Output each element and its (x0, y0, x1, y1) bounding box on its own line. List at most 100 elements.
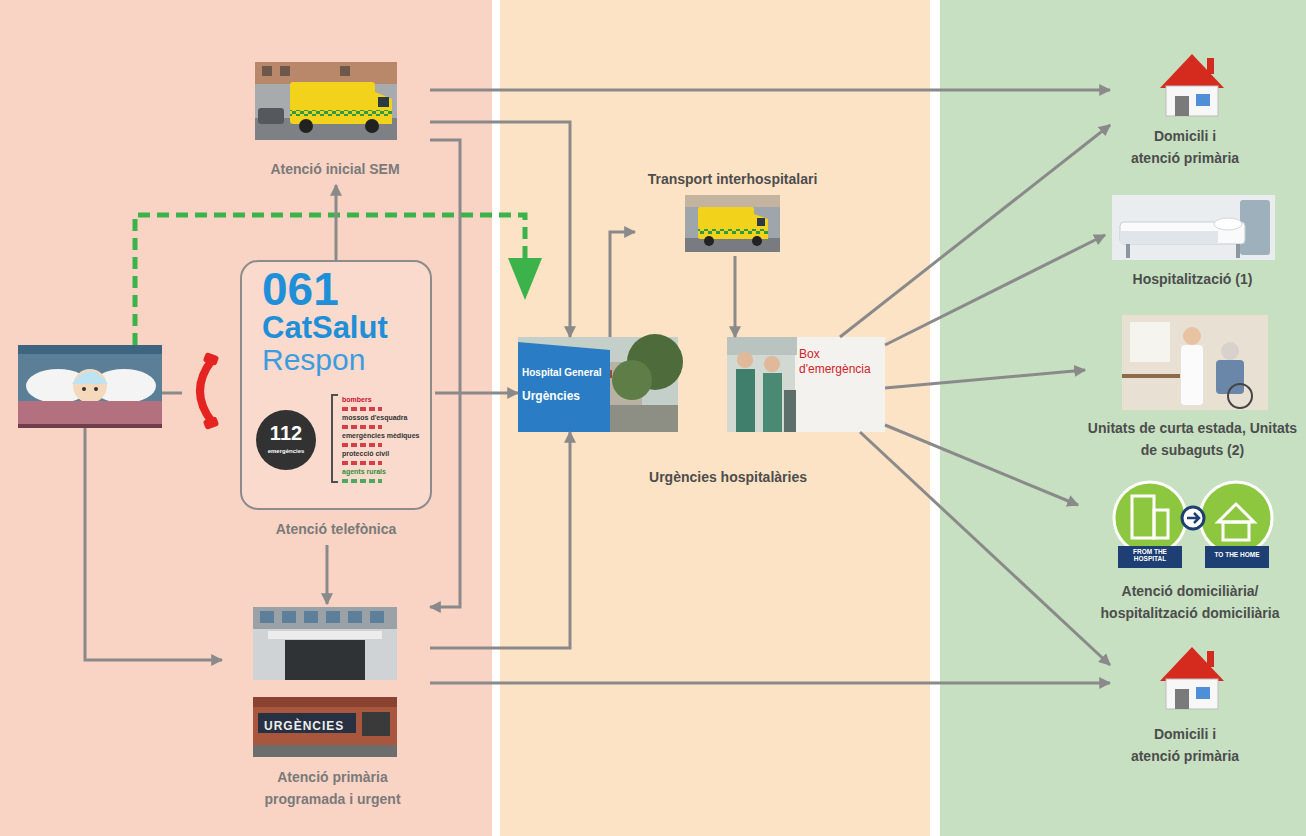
hospital-entrance-photo (518, 334, 683, 432)
flow-arrow (435, 392, 518, 395)
home-care-icon (1218, 504, 1254, 522)
care-unit-photo (1183, 327, 1201, 345)
phone-icon (200, 352, 219, 430)
caption: Atenció inicial SEM (240, 158, 430, 180)
care-unit-photo (1181, 345, 1203, 405)
destination-block: FROM THE HOSPITALTO THE HOMEAtenció domi… (1078, 480, 1302, 629)
caption: Unitats de curta estada, Unitats de suba… (1085, 417, 1300, 462)
emergency-box-photo (763, 373, 782, 432)
house-icon (1160, 54, 1224, 88)
logo-number: 061 (262, 266, 422, 312)
service-item: mossos d'esquadra (342, 414, 430, 422)
ambulance-photo (685, 238, 780, 252)
service-block: Atenció inicial SEM (240, 58, 430, 185)
phone-icon (200, 360, 212, 422)
ambulance-photo (698, 207, 754, 239)
sign-text: URGÈNCIES (260, 719, 359, 733)
sign-text: Urgències (522, 389, 610, 403)
home-care-icon (1154, 510, 1168, 538)
ambulance-photo (698, 229, 768, 234)
direct-to-hospital-dashed-arrow (508, 258, 542, 300)
destination-block: Domicili i atenció primària (1110, 643, 1260, 772)
emergency-box-photo (784, 390, 796, 432)
care-unit-photo (1221, 342, 1239, 360)
emergency-box-photo (727, 337, 885, 432)
emergency-box-photo (764, 356, 780, 372)
ribbon-text: FROM THE HOSPITAL (1122, 548, 1178, 562)
house-icon (1160, 647, 1224, 681)
ambulance-photo (255, 62, 397, 140)
primary-care-building-photo (370, 611, 384, 623)
ambulance-photo (280, 66, 290, 76)
destination-block: Domicili i atenció primària (1110, 50, 1260, 175)
caption: Domicili i atenció primària (1128, 723, 1242, 768)
ambulance-photo (375, 92, 392, 124)
flow-arrow (885, 370, 1085, 388)
primary-care-building-photo (304, 611, 318, 623)
phone-icon (203, 352, 220, 366)
house-icon (1160, 54, 1224, 116)
primary-care-building-photo (285, 640, 365, 680)
hospital-entrance-photo (612, 360, 652, 400)
service-block: URGÈNCIESAtenció primària programada i u… (235, 604, 430, 819)
emergency-box-photo (737, 352, 753, 368)
patient-line (162, 393, 182, 394)
service-item: agents rurals (342, 468, 430, 476)
flow-arrow (860, 432, 1110, 665)
direct-to-hospital-dashed-arrow (135, 215, 525, 345)
service-item: protecció civil (342, 450, 430, 458)
patient-picture (18, 345, 162, 428)
flow-arrow (326, 545, 329, 604)
caption: Domicili i atenció primària (1128, 125, 1242, 170)
emergency-entrance-photo (362, 712, 390, 736)
care-unit-photo (1122, 374, 1180, 378)
group-caption: Urgències hospitalàries (628, 466, 828, 488)
logo-name: CatSalut (262, 312, 427, 343)
care-unit-photo (1122, 315, 1268, 410)
ambulance-photo (255, 62, 397, 84)
caption: Hospitalització (1) (1105, 268, 1280, 290)
home-care-icon (1200, 482, 1272, 554)
flow-arrow (885, 235, 1105, 345)
ambulance-photo (704, 236, 714, 246)
band-right (940, 0, 1306, 836)
primary-care-building-photo (268, 631, 382, 639)
ambulance-photo (290, 110, 392, 116)
flow-arrow (734, 256, 737, 337)
caption: Atenció telefònica (240, 518, 432, 540)
home-care-icon (1114, 482, 1186, 554)
sign-text: Hospital General (522, 367, 610, 379)
destination-block: Unitats de curta estada, Unitats de suba… (1085, 313, 1300, 466)
caption: Transport interhospitalari (635, 168, 830, 190)
emergency-entrance-photo (253, 697, 397, 757)
ambulance-photo (365, 119, 379, 133)
emergency-entrance-photo (253, 697, 397, 757)
photo-box: Box d'emergència (727, 337, 885, 432)
ambulance-photo (262, 66, 272, 76)
primary-care-building-photo (260, 611, 274, 623)
ambulance-photo (754, 214, 768, 239)
house-icon (1196, 687, 1210, 699)
home-care-icon (1205, 546, 1269, 568)
flow-arrow (840, 125, 1110, 337)
phone-icon (203, 416, 220, 430)
phone-service-box: 061CatSalutRespon112emergènciesbombersmo… (240, 260, 435, 545)
house-icon (1207, 58, 1214, 74)
flow-arrow (610, 232, 635, 337)
ambulance-photo (299, 119, 313, 133)
logo-name: Respon (262, 345, 422, 375)
patient-picture (82, 387, 86, 391)
primary-care-building-photo (282, 611, 296, 623)
emergency-box-photo (795, 337, 885, 432)
ambulance-photo (255, 62, 397, 140)
ambulance-photo (685, 195, 780, 252)
emergency-box-photo (736, 369, 755, 432)
patient-picture (18, 345, 162, 354)
service-item: emergències mèdiques (342, 432, 430, 440)
hospital-bed-photo (1112, 195, 1275, 260)
photo-box: Hospital GeneralUrgències (518, 337, 678, 432)
direct-to-hospital-dashed-arrow (135, 215, 542, 345)
patient-picture (94, 387, 98, 391)
